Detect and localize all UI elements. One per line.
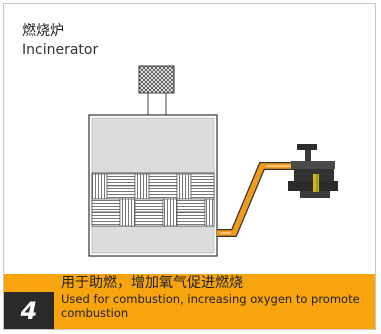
caption-bar: 4 用于助燃，增加氧气促进燃烧 Used for combustion, inc… <box>4 274 375 329</box>
caption-chinese: 用于助燃，增加氧气促进燃烧 <box>61 275 243 291</box>
step-number: 4 <box>4 292 54 329</box>
title-english: Incinerator <box>22 42 99 58</box>
title-chinese: 燃烧炉 <box>22 23 64 39</box>
air-supply-pipe <box>217 162 300 237</box>
burner-valve-icon <box>288 144 338 198</box>
caption-english: Used for combustion, increasing oxygen t… <box>61 292 360 320</box>
fuel-grate <box>91 172 215 227</box>
chimney-filter <box>138 65 175 94</box>
incinerator-diagram <box>88 65 338 257</box>
chimney-neck <box>147 92 167 116</box>
furnace-body <box>88 114 218 257</box>
diagram-frame: 燃烧炉 Incinerator <box>3 3 376 330</box>
